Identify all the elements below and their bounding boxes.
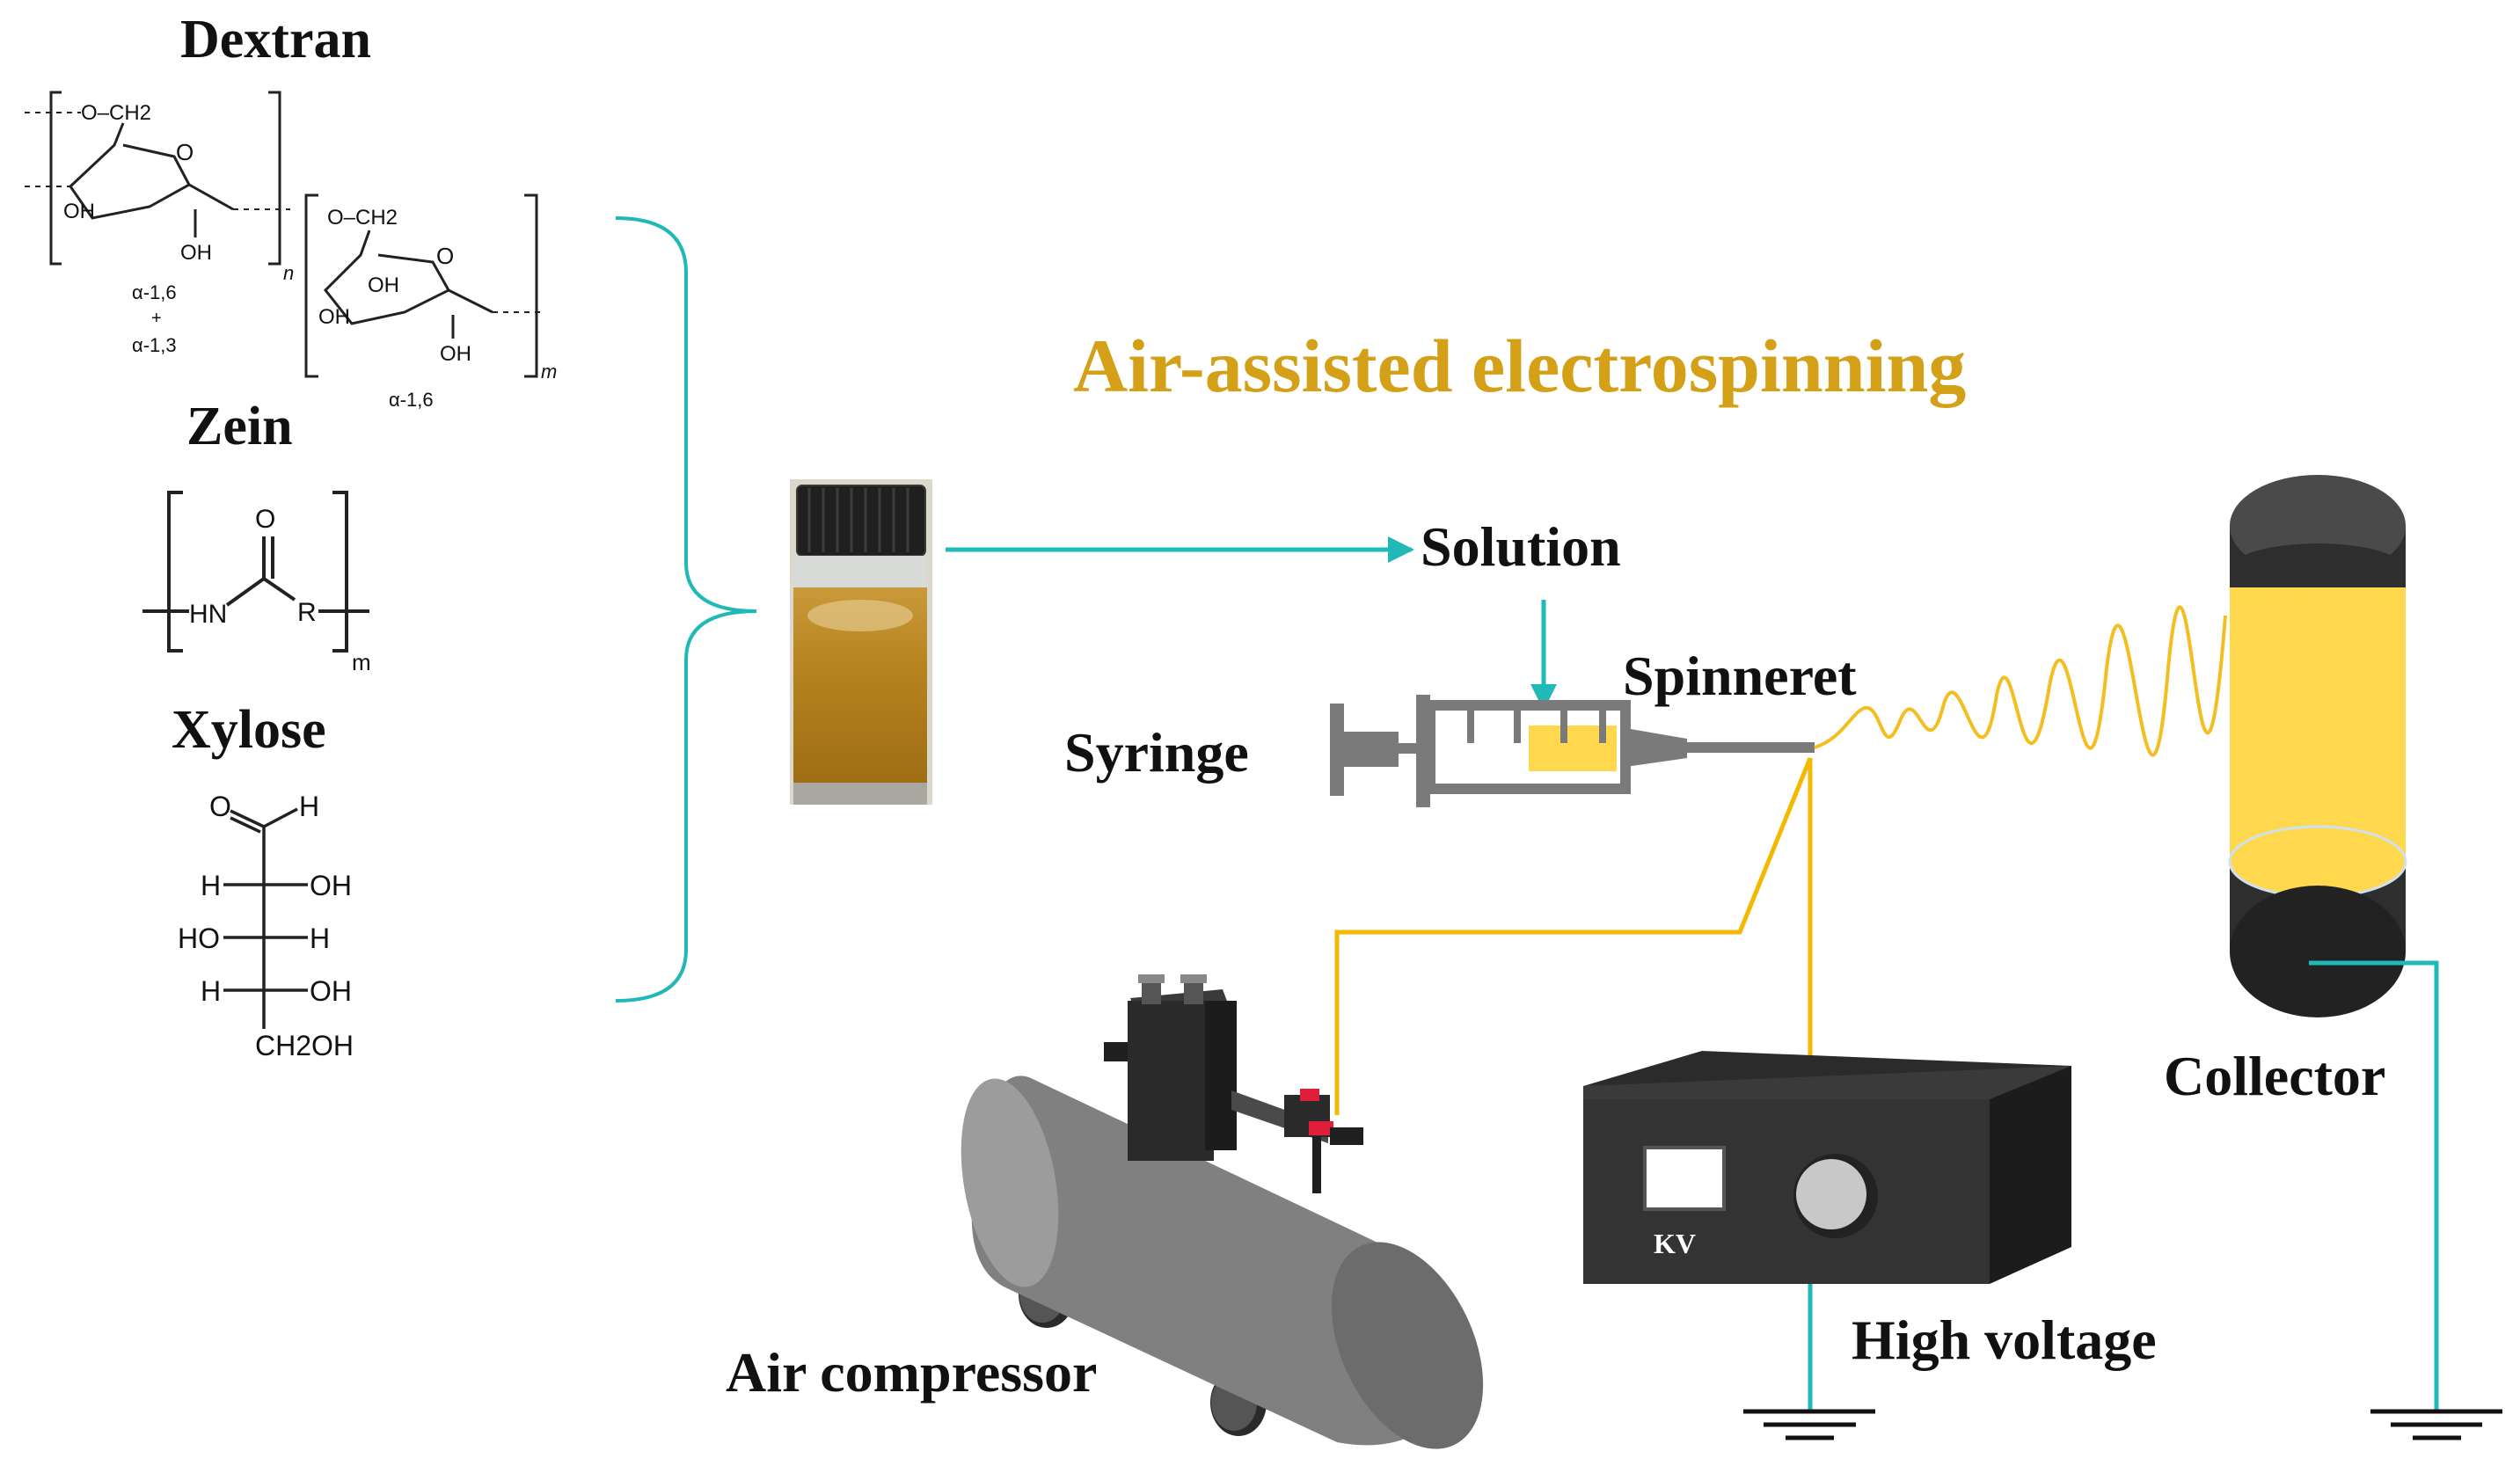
dextran-u1-linkage-1: α-1,6 (132, 281, 177, 303)
high-voltage-supply: KV (1583, 1051, 2071, 1284)
diagram-title: Air-assisted electrospinning (1073, 324, 1966, 408)
spinneret-label: Spinneret (1623, 645, 1857, 707)
dextran-u2-ring-o: O (436, 243, 454, 269)
dextran-u1-plus: + (151, 309, 162, 328)
dextran-label: Dextran (180, 10, 371, 69)
xylose-row3-right: OH (310, 975, 352, 1007)
zein-structure: Zein HN O R m (142, 397, 371, 675)
collector-drum (2228, 475, 2407, 1017)
ground-symbols (1743, 1409, 2502, 1440)
syringe-label: Syringe (1064, 721, 1249, 784)
dextran-u2-linkage: α-1,6 (389, 389, 434, 411)
zein-hn: HN (189, 600, 227, 629)
dextran-u2-oh-c: OH (440, 342, 471, 366)
collector-label: Collector (2164, 1045, 2385, 1107)
electric-wires (1334, 757, 1813, 1115)
xylose-top-o: O (209, 791, 231, 822)
zein-r: R (297, 598, 317, 627)
dextran-u2-m: m (541, 361, 557, 383)
syringe (1330, 695, 1815, 807)
dextran-u1-oh-a: OH (63, 200, 95, 223)
zein-label: Zein (186, 397, 293, 456)
dextran-u2-och2: O–CH2 (327, 206, 398, 230)
air-compressor (961, 974, 1484, 1449)
dextran-u1-n: n (283, 262, 294, 284)
ground-connections (1808, 960, 2439, 1411)
dextran-u2-oh-b: OH (318, 305, 350, 329)
fiber-jet (1814, 605, 2227, 757)
dextran-u1-oh-b: OH (180, 241, 212, 265)
kv-label: KV (1654, 1228, 1696, 1259)
dextran-u1-linkage-2: α-1,3 (132, 334, 177, 356)
grouping-brace (615, 216, 757, 1003)
dextran-u2-oh-a: OH (368, 273, 399, 297)
solution-label: Solution (1421, 515, 1621, 578)
zein-o: O (255, 505, 275, 534)
solution-vial (790, 479, 932, 805)
air-compressor-label: Air compressor (726, 1341, 1097, 1404)
xylose-bottom: CH2OH (255, 1030, 354, 1061)
dextran-u1-ring-o: O (176, 139, 194, 165)
high-voltage-label: High voltage (1852, 1309, 2157, 1371)
xylose-row1-left: H (201, 870, 221, 901)
xylose-top-h: H (299, 791, 319, 822)
zein-m: m (352, 649, 371, 675)
xylose-label: Xylose (172, 700, 326, 760)
dextran-structure: Dextran O–CH2 O OH OH n α-1,6 + α-1,3 O–… (25, 10, 557, 411)
xylose-structure: Xylose O H H OH HO H H OH CH2OH (172, 700, 354, 1061)
xylose-row1-right: OH (310, 870, 352, 901)
xylose-row3-left: H (201, 975, 221, 1007)
xylose-row2-left: HO (178, 922, 220, 954)
xylose-row2-right: H (310, 922, 330, 954)
dextran-u1-och2: O–CH2 (81, 101, 151, 125)
